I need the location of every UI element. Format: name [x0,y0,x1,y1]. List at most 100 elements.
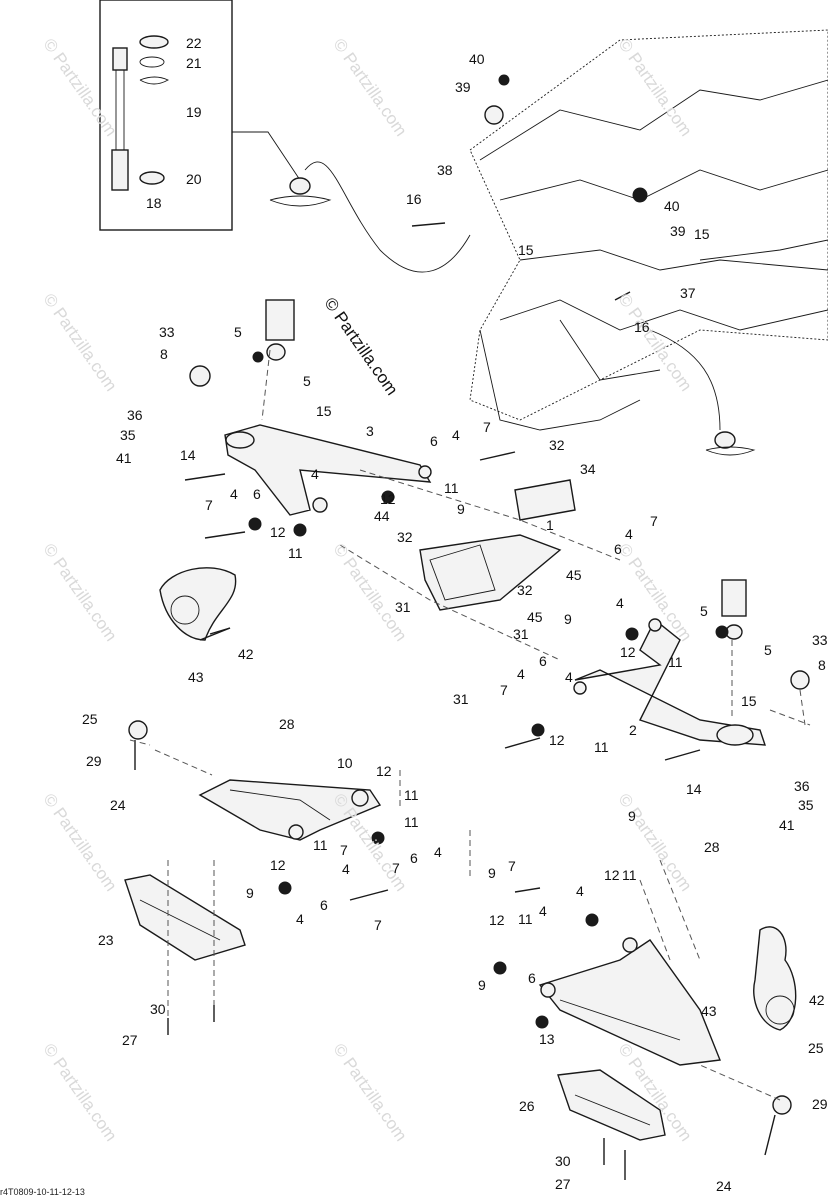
callout-4: 4 [576,883,584,899]
callout-13: 13 [539,1031,555,1047]
callout-4: 4 [434,844,442,860]
left-shock-absorber [261,177,332,421]
callout-6: 6 [253,486,261,502]
callout-8: 8 [818,657,826,673]
callout-23: 23 [98,932,114,948]
callout-45: 45 [566,567,582,583]
callout-7: 7 [500,682,508,698]
callout-7: 7 [340,842,348,858]
callout-5: 5 [700,603,708,619]
callout-7: 7 [483,419,491,435]
frame-assembly [469,29,828,431]
callout-4: 4 [625,526,633,542]
callout-7: 7 [374,917,382,933]
callout-35: 35 [798,797,814,813]
callout-14: 14 [180,447,196,463]
callout-11: 11 [622,867,637,883]
callout-9: 9 [246,885,254,901]
callout-5: 5 [764,642,772,658]
callout-40: 40 [469,51,485,67]
callout-30: 30 [150,1001,166,1017]
callout-41: 41 [116,450,132,466]
callout-12: 12 [270,857,286,873]
small-hardware [128,222,811,1180]
callout-11: 11 [518,911,533,927]
callout-8: 8 [160,346,168,362]
callout-4: 4 [517,666,525,682]
callout-9: 9 [628,808,636,824]
callout-30: 30 [555,1153,571,1169]
callout-12: 12 [270,524,286,540]
callout-6: 6 [539,653,547,669]
callout-12: 12 [604,867,620,883]
callout-4: 4 [565,669,573,685]
callout-1: 1 [546,517,554,533]
callout-26: 26 [519,1098,535,1114]
diagram-reference-code: r4T0809-10-11-12-13 [0,1187,85,1197]
callout-9: 9 [564,611,572,627]
callout-32: 32 [517,582,533,598]
callout-4: 4 [539,903,547,919]
callout-9: 9 [457,501,465,517]
callout-6: 6 [320,897,328,913]
callout-39: 39 [455,79,471,95]
callout-36: 36 [794,778,810,794]
callout-32: 32 [397,529,413,545]
callout-45: 45 [527,609,543,625]
lower-a-arm-left [198,779,382,841]
upper-a-arm-right [573,618,766,746]
callout-15: 15 [694,226,710,242]
callout-19: 19 [186,104,202,120]
callout-24: 24 [716,1178,732,1194]
callout-32: 32 [549,437,565,453]
callout-5: 5 [303,373,311,389]
callout-27: 27 [555,1176,571,1192]
callout-11: 11 [288,545,303,561]
callout-40: 40 [664,198,680,214]
callout-24: 24 [110,797,126,813]
callout-7: 7 [205,497,213,513]
callout-39: 39 [670,223,686,239]
callout-3: 3 [366,423,374,439]
callout-20: 20 [186,171,202,187]
callout-11: 11 [313,837,328,853]
lower-a-arm-right [538,937,721,1066]
callout-9: 9 [478,977,486,993]
skid-plate-left [124,860,246,1020]
callout-11: 11 [444,480,459,496]
callout-42: 42 [809,992,825,1008]
callout-6: 6 [614,541,622,557]
callout-12: 12 [549,732,565,748]
callout-33: 33 [159,324,175,340]
callout-4: 4 [616,595,624,611]
callout-11: 11 [594,739,609,755]
skid-plate-right [557,1069,666,1141]
callout-31: 31 [395,599,411,615]
callout-43: 43 [701,1003,717,1019]
callout-15: 15 [741,693,757,709]
callout-14: 14 [686,781,702,797]
callout-21: 21 [186,55,202,71]
callout-27: 27 [122,1032,138,1048]
callout-7: 7 [392,860,400,876]
callout-44: 44 [374,508,390,524]
callout-12: 12 [380,491,396,507]
callout-25: 25 [82,711,98,727]
callout-6: 6 [528,970,536,986]
callout-41: 41 [779,817,795,833]
callout-29: 29 [812,1096,828,1112]
callout-25: 25 [808,1040,824,1056]
callout-22: 22 [186,35,202,51]
callout-11: 11 [404,787,419,803]
callout-9: 9 [488,865,496,881]
callout-16: 16 [406,191,422,207]
callout-34: 34 [580,461,596,477]
callout-43: 43 [188,669,204,685]
callout-11: 11 [404,814,419,830]
callout-5: 5 [234,324,242,340]
callout-2: 2 [629,722,637,738]
callout-16: 16 [634,319,650,335]
callout-12: 12 [376,763,392,779]
